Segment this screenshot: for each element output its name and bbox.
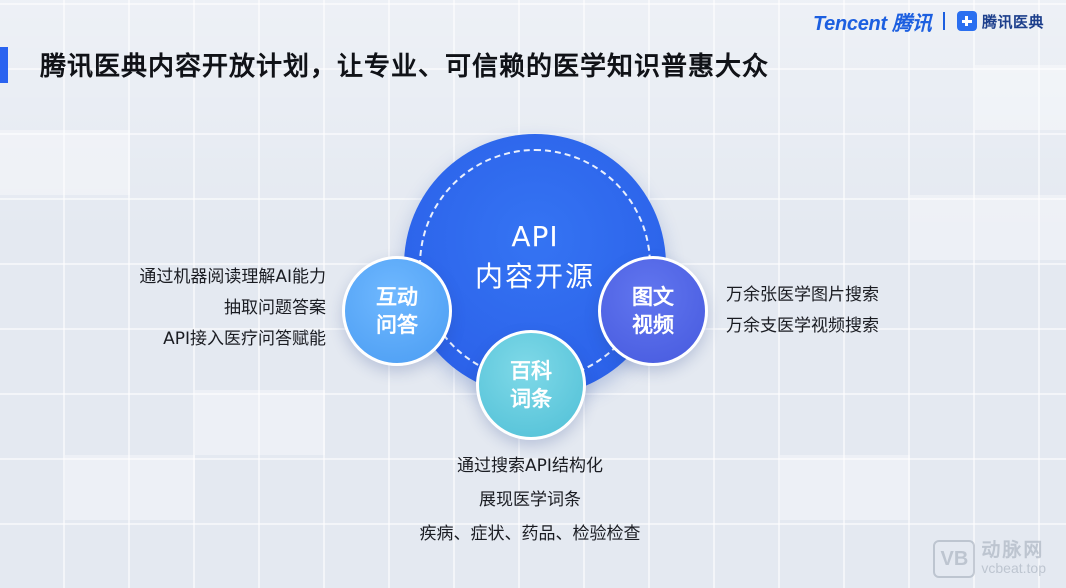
watermark-text: 动脉网 vcbeat.top (981, 541, 1046, 577)
header-logos: Tencent 腾讯 腾讯医典 (813, 10, 1044, 35)
tencent-logo: Tencent 腾讯 (812, 12, 932, 35)
node-wiki-line2: 词条 (510, 387, 552, 411)
media-desc-line: 万余支医学视频搜索 (726, 316, 879, 336)
center-label-api: API (511, 220, 559, 253)
media-desc-line: 万余张医学图片搜索 (726, 285, 879, 305)
yidian-logo: 腾讯医典 (956, 11, 1044, 32)
medical-cross-icon (956, 11, 977, 31)
node-image-video: 图文 视频 (598, 256, 708, 366)
qa-desc-line: API接入医疗问答赋能 (163, 329, 326, 349)
node-qa-line2: 问答 (376, 313, 418, 337)
qa-description: 通过机器阅读理解AI能力 抽取问题答案 API接入医疗问答赋能 (139, 262, 326, 355)
wiki-desc-line: 通过搜索API结构化 (457, 456, 603, 476)
watermark-cn: 动脉网 (981, 539, 1045, 561)
title-accent-bar (0, 47, 8, 83)
logo-divider (943, 12, 945, 30)
page-title: 腾讯医典内容开放计划，让专业、可信赖的医学知识普惠大众 (40, 52, 770, 82)
qa-desc-line: 通过机器阅读理解AI能力 (139, 267, 326, 287)
watermark: VB 动脉网 vcbeat.top (933, 540, 1046, 578)
vcbeat-logo-icon: VB (933, 540, 976, 578)
qa-desc-line: 抽取问题答案 (224, 298, 326, 318)
watermark-en: vcbeat.top (981, 560, 1046, 576)
wiki-desc-line: 展现医学词条 (479, 490, 581, 510)
node-interactive-qa: 互动 问答 (342, 256, 452, 366)
wiki-desc-line: 疾病、症状、药品、检验检查 (419, 524, 641, 544)
center-label-open-source: 内容开源 (474, 260, 595, 293)
yidian-logo-text: 腾讯医典 (981, 12, 1044, 31)
wiki-description: 通过搜索API结构化 展现医学词条 疾病、症状、药品、检验检查 (372, 449, 688, 551)
node-wiki-line1: 百科 (510, 359, 552, 383)
media-description: 万余张医学图片搜索 万余支医学视频搜索 (726, 280, 879, 342)
node-qa-line1: 互动 (376, 285, 418, 309)
node-media-line2: 视频 (632, 313, 674, 337)
node-encyclopedia: 百科 词条 (476, 330, 586, 440)
node-media-line1: 图文 (632, 285, 674, 309)
